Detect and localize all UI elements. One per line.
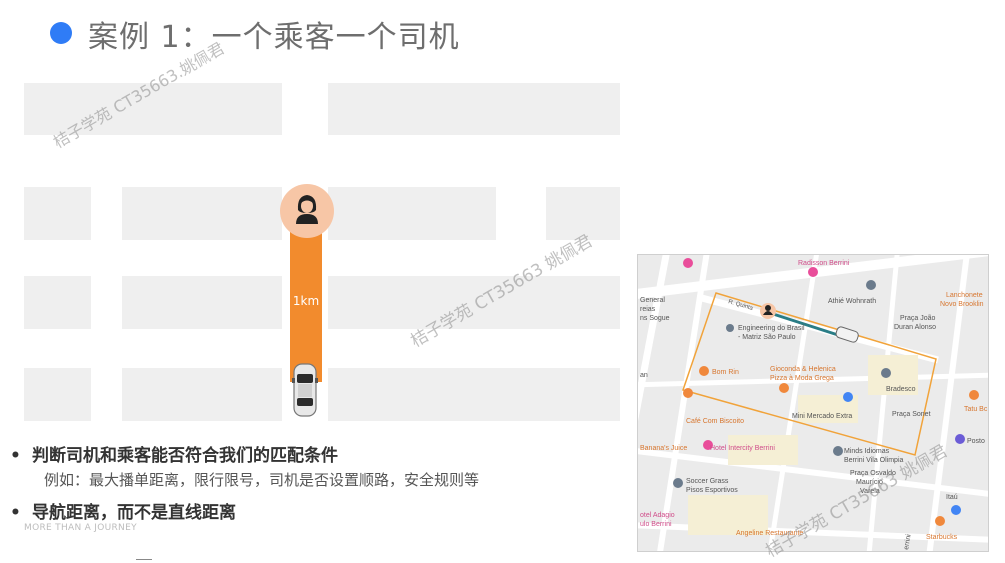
map-label: Lanchonete: [946, 292, 983, 299]
map-canvas: Radisson Berrini General reias ns Sogue …: [638, 255, 988, 551]
city-block: [122, 187, 282, 240]
map-label: Minds Idiomas: [844, 448, 890, 455]
map-label: otel Adagio: [640, 512, 675, 519]
map-label: Varela: [860, 488, 880, 495]
bullet-item-1: • 判断司机和乘客能否符合我们的匹配条件: [10, 441, 338, 466]
city-block: [122, 276, 282, 329]
map-label: ulo Berrini: [640, 521, 672, 528]
map-label: Angeline Restaurante: [736, 530, 803, 537]
map-label: Radisson Berrini: [798, 260, 850, 267]
map-label: errini: [903, 533, 913, 550]
map-label: Bom Rin: [712, 369, 739, 376]
bullet-item-1-subtext: 例如：最大播单距离，限行限号，司机是否设置顺路，安全规则等: [44, 471, 480, 489]
map-label: Novo Brooklin: [940, 301, 984, 308]
city-block: [328, 276, 620, 329]
map-label: Praça Sonet: [892, 411, 931, 418]
map-label: Bradesco: [886, 386, 916, 393]
map-label: Praça João: [900, 315, 936, 322]
passenger-avatar: [280, 184, 334, 238]
map-label: Starbucks: [926, 534, 958, 541]
bullet-item-2: • 导航距离，而不是直线距离: [10, 498, 236, 523]
city-block: [328, 187, 496, 240]
city-block: [328, 368, 620, 421]
city-block: [328, 83, 620, 135]
map-label: Engineering do Brasil: [738, 325, 805, 332]
route-distance-label: 1km: [292, 294, 320, 308]
car-icon: [292, 362, 318, 418]
bullet-marker: •: [10, 446, 21, 466]
map-label: Soccer Grass: [686, 478, 729, 485]
bullet-item-2-text: 导航距离，而不是直线距离: [32, 503, 236, 523]
map-label: Mini Mercado Extra: [792, 413, 852, 420]
bullet-item-1-text: 判断司机和乘客能否符合我们的匹配条件: [32, 446, 338, 466]
city-block: [24, 276, 91, 329]
map-label: General: [640, 297, 665, 304]
map-label: ns Sogue: [640, 315, 670, 322]
map-label: Pisos Esportivos: [686, 487, 738, 494]
map-label: Maurício: [856, 479, 883, 486]
bullet-marker: •: [10, 503, 21, 523]
city-block: [546, 187, 620, 240]
map-label: Hotel Intercity Berrini: [710, 445, 775, 452]
map-label: - Matriz São Paulo: [738, 334, 796, 341]
slide-title: 案例 1：一个乘客一个司机: [88, 20, 460, 55]
map-label: Pizza à Moda Grega: [770, 375, 834, 382]
brand-tagline: MORE THAN A JOURNEY: [24, 523, 137, 533]
small-mark: [136, 559, 152, 563]
map-label: Athié Wohnrath: [828, 298, 876, 305]
city-block: [122, 368, 282, 421]
title-bullet-dot: [50, 22, 72, 44]
map-label: Duran Alonso: [894, 324, 936, 331]
map-label: Posto: [967, 438, 985, 445]
map-label: Café Com Biscoito: [686, 418, 744, 425]
map-label: Gioconda & Helenica: [770, 366, 836, 373]
passenger-icon: [296, 195, 318, 224]
map-label: Itaú: [946, 494, 958, 501]
city-block: [24, 368, 91, 421]
route-path: [290, 232, 322, 382]
map-label: Berrini Vila Olimpia: [844, 457, 903, 464]
map-label: Praça Osvaldo: [850, 470, 896, 477]
city-block: [24, 187, 91, 240]
map-screenshot: Radisson Berrini General reias ns Sogue …: [637, 254, 989, 552]
map-label: Banana's Juice: [640, 445, 687, 452]
city-block: [24, 83, 282, 135]
map-label: reias: [640, 306, 656, 313]
map-label: Tatu Bc: [964, 406, 988, 413]
map-label: an: [640, 372, 648, 379]
